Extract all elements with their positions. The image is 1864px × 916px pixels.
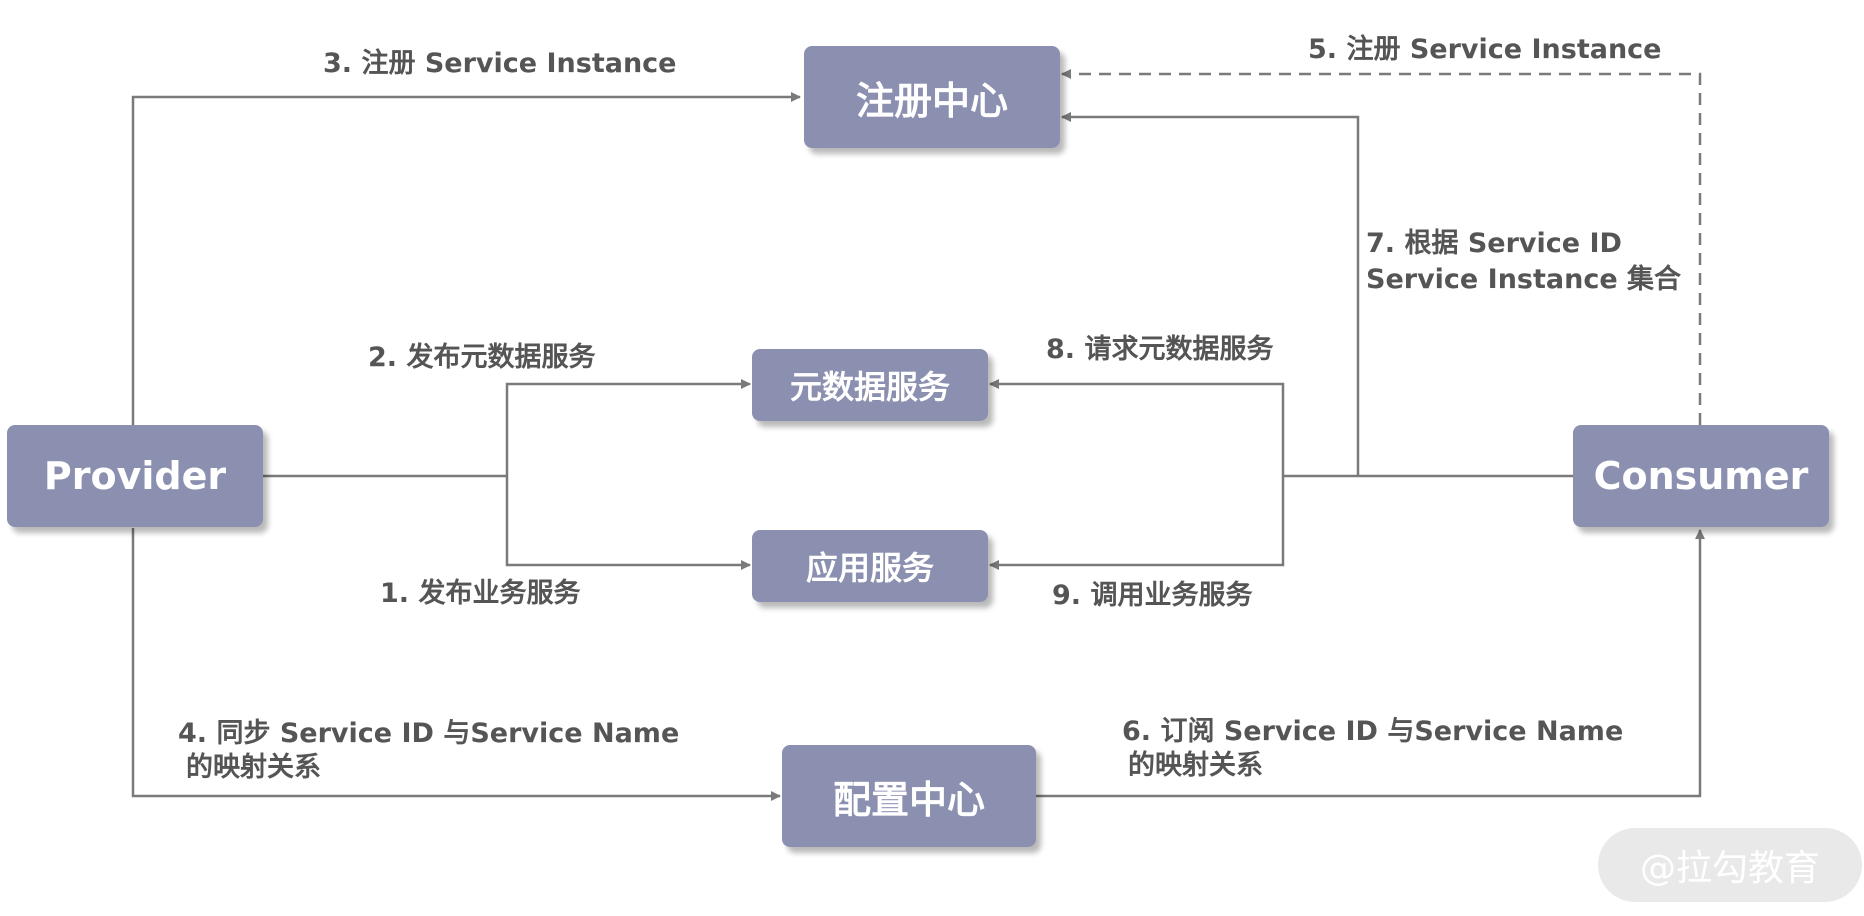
- label-step-1: 1. 发布业务服务: [380, 578, 581, 609]
- label-step-9: 9. 调用业务服务: [1052, 580, 1253, 611]
- app-service-label: 应用服务: [805, 549, 934, 587]
- app-service-node: 应用服务: [752, 530, 988, 602]
- edge-provider-to-metadata: [505, 379, 751, 476]
- label-step-2: 2. 发布元数据服务: [368, 342, 596, 373]
- provider-node: Provider: [7, 425, 263, 527]
- config-center-label: 配置中心: [832, 777, 985, 822]
- edge-consumer-to-metadata: [989, 379, 1285, 476]
- label-step-3: 3. 注册 Service Instance: [323, 48, 677, 79]
- edge-config-to-consumer: [1036, 529, 1705, 798]
- consumer-label: Consumer: [1593, 454, 1809, 498]
- label-step-4-line1: 4. 同步 Service ID 与Service Name: [178, 718, 680, 749]
- registry-center-node: 注册中心: [804, 46, 1060, 148]
- label-step-6-line1: 6. 订阅 Service ID 与Service Name: [1122, 716, 1624, 747]
- edge-provider-to-app: [505, 476, 751, 570]
- registry-center-label: 注册中心: [855, 78, 1008, 123]
- label-step-5: 5. 注册 Service Instance: [1308, 34, 1662, 65]
- metadata-service-node: 元数据服务: [752, 349, 988, 421]
- edge-consumer-query-registry: [1061, 112, 1360, 476]
- label-step-7-line2: Service Instance 集合: [1366, 264, 1682, 295]
- label-step-6-line2: 的映射关系: [1128, 750, 1263, 781]
- watermark-badge: @拉勾教育: [1598, 828, 1862, 902]
- edge-provider-to-registry: [131, 92, 801, 425]
- consumer-node: Consumer: [1573, 425, 1829, 527]
- edge-consumer-to-registry-dashed: [1061, 69, 1702, 425]
- metadata-service-label: 元数据服务: [789, 368, 950, 406]
- config-center-node: 配置中心: [782, 745, 1036, 847]
- watermark-text: @拉勾教育: [1639, 848, 1820, 889]
- edge-consumer-to-app: [989, 476, 1285, 570]
- label-step-8: 8. 请求元数据服务: [1046, 334, 1274, 365]
- edge-provider-to-config: [131, 528, 781, 801]
- provider-label: Provider: [43, 454, 227, 498]
- label-step-4-line2: 的映射关系: [186, 752, 321, 783]
- label-step-7-line1: 7. 根据 Service ID: [1366, 228, 1622, 259]
